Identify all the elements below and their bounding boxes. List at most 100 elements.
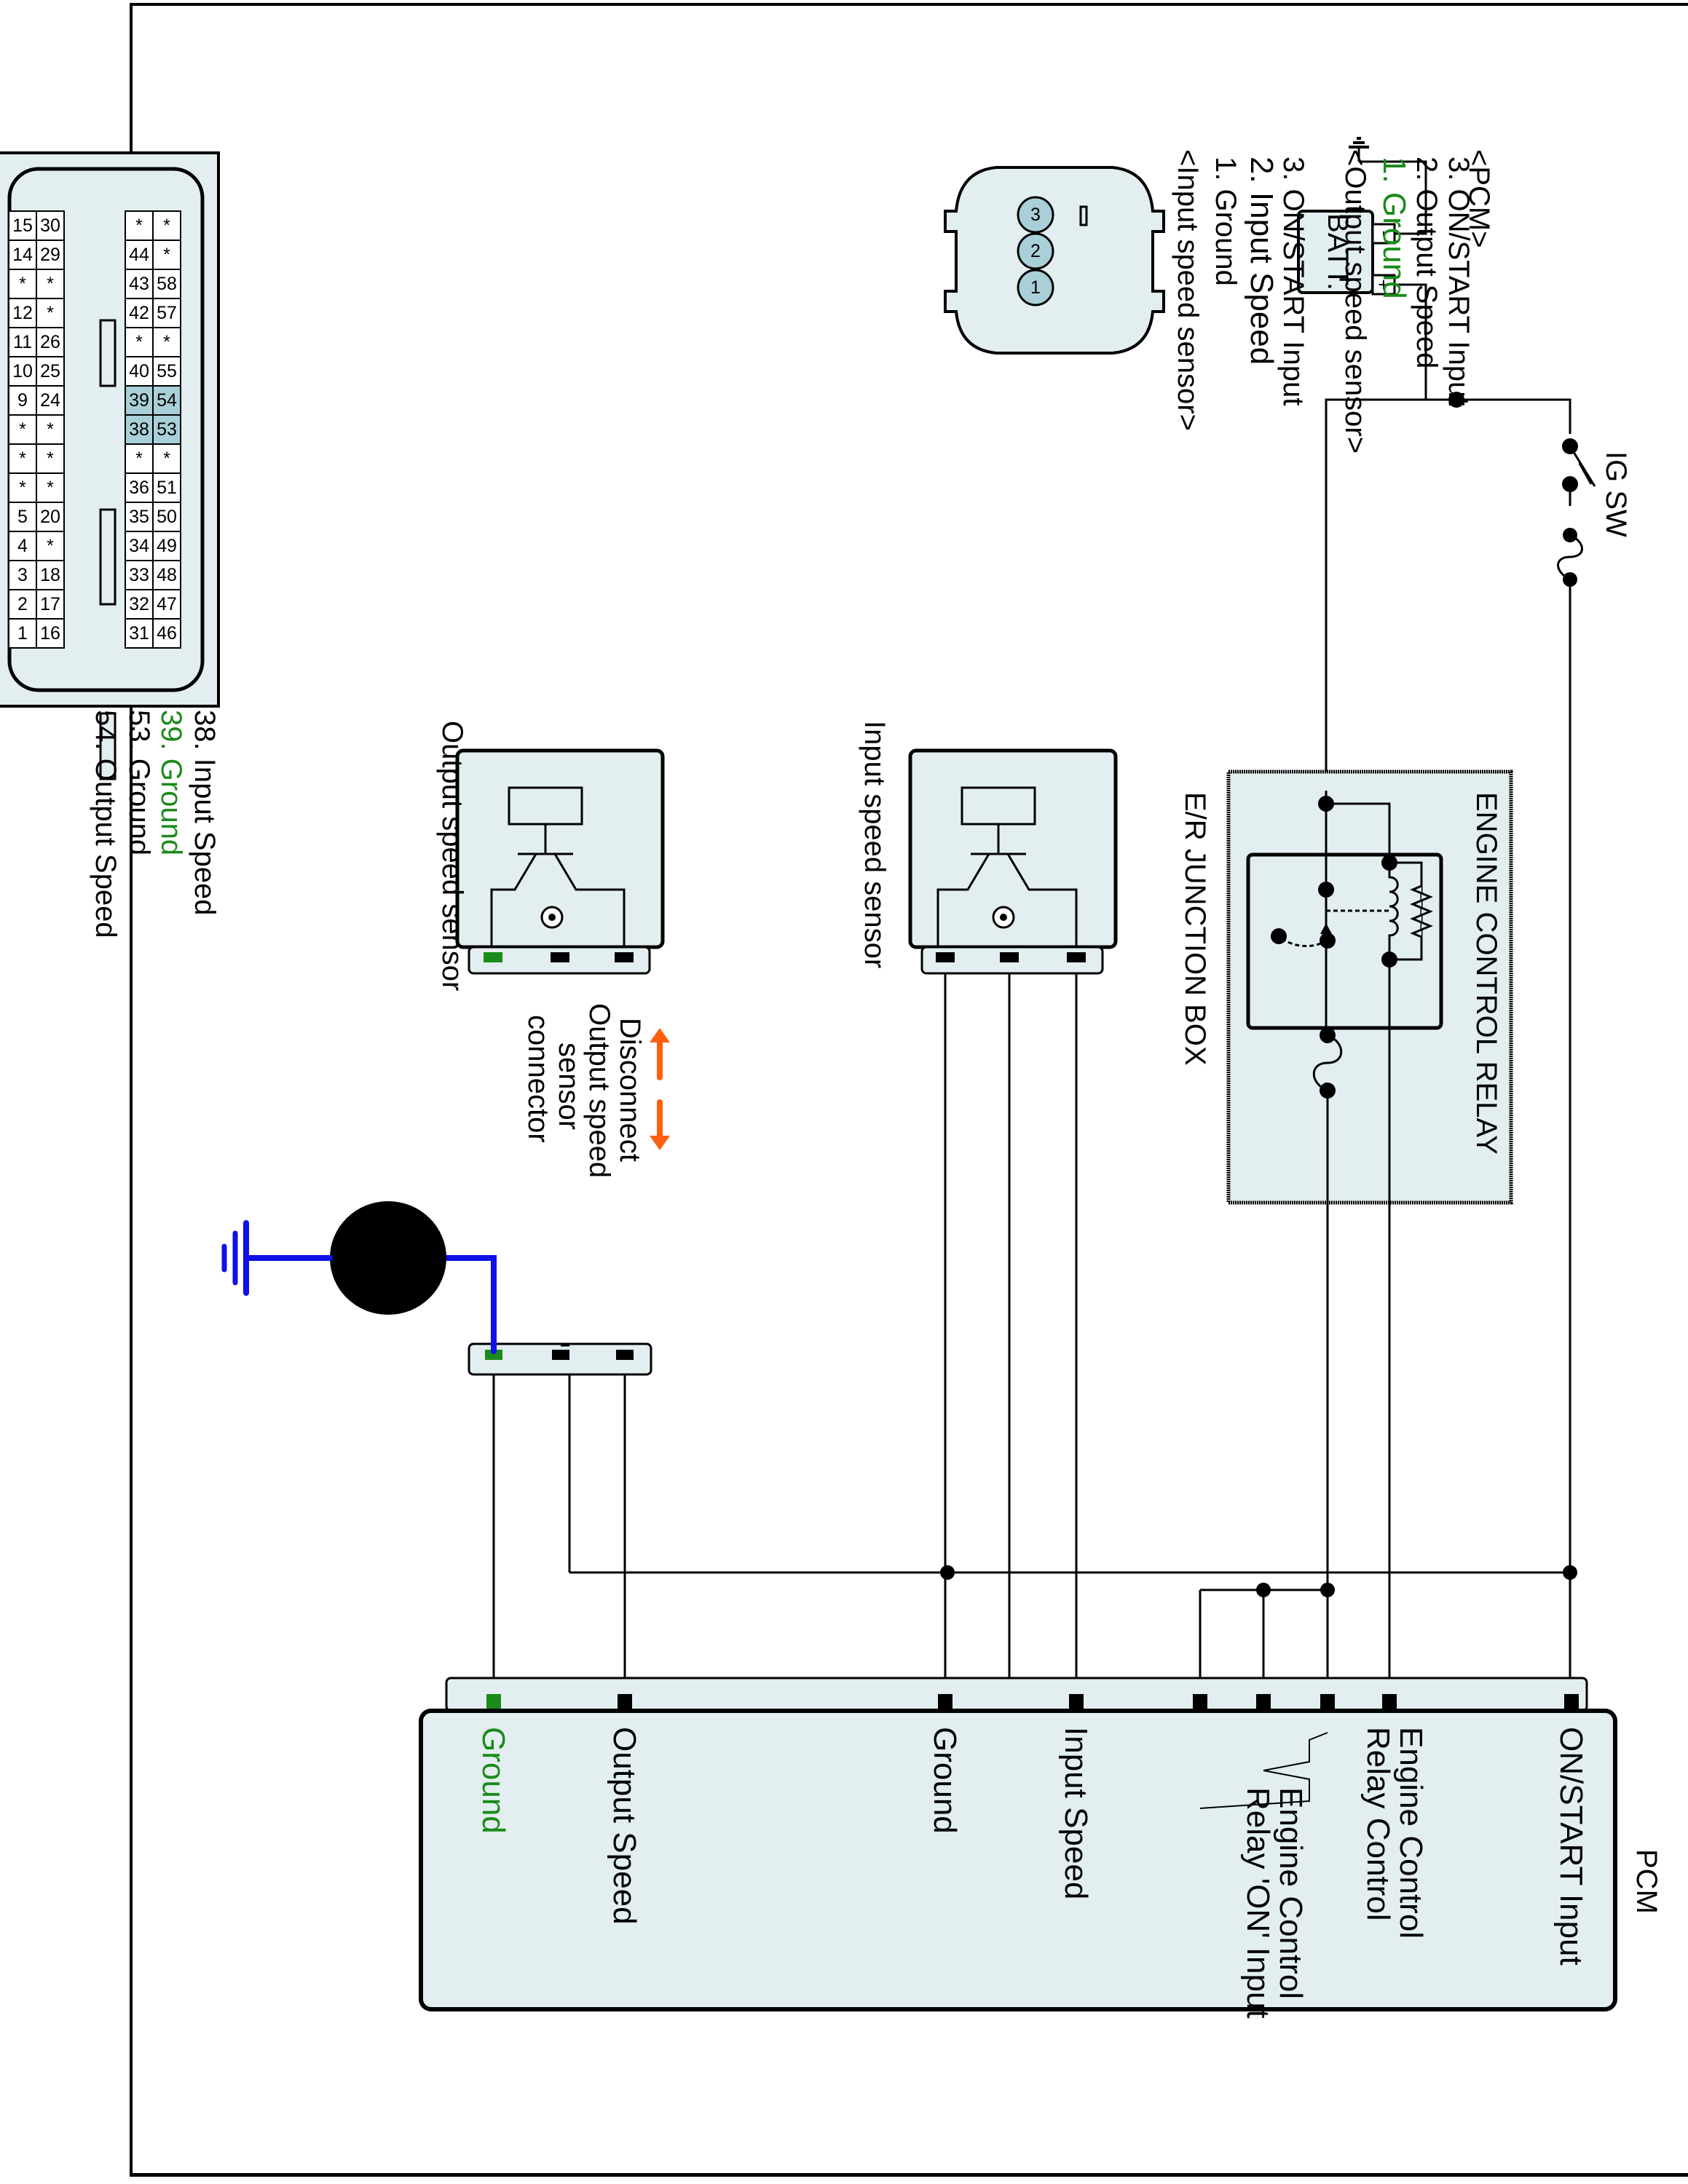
pcm-pin-number: 36 [129,478,149,498]
pcm-pin-number: 20 [40,507,60,527]
pcm-connector-item-1: 38. Input Speed [189,710,221,915]
pcm-label: PCM [1630,1849,1663,1914]
harness-pin-3 [616,1350,634,1360]
pcm-pin-number: 14 [12,245,33,265]
battery-relay-feed-wire [1325,398,1456,791]
relay-body [1246,852,1443,1030]
input-connector-pin-3 [1017,196,1054,234]
pcm-pin-number: * [163,332,170,352]
output-sensor-harness-connector [468,1342,652,1376]
input-connector-pin-1 [1017,269,1054,306]
output-sensor-pin-3 [615,952,634,962]
pcm-pin-number: 43 [129,274,149,294]
pcm-pin-number: * [47,274,54,294]
pcm-pin-relay-on-b [1256,1694,1271,1709]
pcm-pin-number: * [47,448,54,469]
pcm-pin-number: 26 [40,332,60,352]
pcm-terminal-on-start: ON/START Input [1553,1727,1589,1966]
battery-neg-sign: - [1374,231,1396,237]
battery-ground-wire [1359,160,1427,235]
pcm-terminal-relay-on-1: Engine Control [1273,1787,1309,1999]
relay-coil-icon [1388,863,1399,960]
pcm-pin-number: 24 [40,390,60,411]
input-connector-pin-2-label: 2 [1030,241,1041,261]
relay-label: ENGINE CONTROL RELAY [1470,792,1502,1155]
input-speed-sensor: Input speed sensor [859,721,1118,975]
output-connector-item-1: 1. Ground [1376,157,1412,299]
pcm-connector-item-3: 53. Ground [123,710,155,855]
pcm-pin-number: 54 [157,390,177,411]
pcm-pin-number: 48 [157,565,177,585]
pcm-pin-number: 18 [40,565,60,585]
pcm-pin-number: 40 [129,361,149,381]
pcm-pin-number: 39 [129,390,149,411]
pcm-pin-number: 10 [12,361,33,381]
input-sensor-label: Input speed sensor [859,721,891,968]
pcm-pin-number: 33 [129,565,149,585]
disconnect-line-3: sensor [553,1042,585,1130]
pcm-pin-number: 44 [129,245,149,265]
pcm-pin-number: 42 [129,303,149,323]
pcm-pin-ground-highlight [486,1694,501,1709]
input-sensor-pin-2 [1000,952,1019,962]
ground-symbol-battery [1349,137,1369,162]
pcm-pin-number: 50 [157,507,177,527]
pcm-pin-number: 3 [17,565,28,585]
diagram-rotated-group: BATT. - + IG SW [0,137,1663,2019]
pcm-terminal-ground-highlight: Ground [476,1727,511,1834]
battery-pos-sign: + [1373,279,1395,290]
pcm-pin-number: * [163,245,170,265]
pcm-pin-relay-control [1382,1694,1397,1709]
battery: BATT. - + [1297,210,1396,296]
pcm-pin-number: * [19,478,26,498]
pcm-pin-number: 35 [129,507,149,527]
disconnect-arrow-icon [650,1028,670,1150]
pcm-pin-on-start [1564,1694,1579,1709]
pcm-connector-title: <PCM> [1463,149,1495,248]
pcm-pin-number: 34 [129,536,149,556]
ign-feed-wire [1456,398,1571,1572]
pcm-pin-grid: **5857*555453*515049484746*444342*403938… [8,210,181,780]
pcm-connector-key-slot [99,508,117,606]
pcm-terminal-relay-on-2: Relay 'ON' Input [1240,1787,1276,2019]
disconnect-line-2: Output speed [583,1003,615,1178]
pcm-pin-number: 47 [157,594,177,614]
pcm-pin-ground [938,1694,953,1709]
output-speed-sensor: Output speed sensor [436,721,665,991]
pcm-pin-number: * [135,448,143,469]
ohmmeter: Ω [221,1201,497,1354]
output-sensor-pin-1 [484,952,502,962]
pcm-body [419,1709,1617,2011]
pcm-pin-number: * [47,536,54,556]
output-connector-item-2: 2. Output Speed [1411,157,1443,368]
input-connector-item-1: 1. Ground [1210,157,1242,286]
pcm-terminal-input-speed: Input Speed [1058,1727,1094,1899]
battery-label: BATT. [1322,213,1354,290]
pcm-pin-number: * [47,478,54,498]
relay-resistor-icon [1410,885,1433,938]
relay-fuse-icon [1312,1034,1343,1092]
output-connector-item-3: 3. ON/START Input [1443,157,1475,405]
splice-relay-on-a [1320,1583,1335,1597]
input-sensor-pin-1 [936,952,955,962]
disconnect-line-1: Disconnect [614,1018,646,1162]
pcm-pin-number: * [47,419,54,440]
pcm-pin-cell [125,618,154,649]
pcm-pin-input-speed [1069,1694,1084,1709]
pcm-pin-number: 53 [157,419,177,440]
pcm-pin-number: 9 [17,390,28,411]
pcm-module: PCM ON/START Input Engine Control Relay … [419,1677,1663,2019]
input-connector-shell [944,166,1165,355]
pcm-pin-number: * [163,215,170,236]
pcm-terminal-ground: Ground [927,1727,963,1834]
pcm-connector-item-2: 39. Ground [155,710,187,855]
input-connector-item-2: 2. Input Speed [1244,157,1279,365]
pcm-connector-strip [445,1677,1588,1712]
pcm-pin-number: 17 [40,594,60,614]
pcm-pin-number: * [19,419,26,440]
relay-switch-arc [1278,935,1328,947]
pcm-pin-number: 25 [40,361,60,381]
ig-fuse-icon [1557,534,1583,581]
pcm-pin-number: 49 [157,536,177,556]
